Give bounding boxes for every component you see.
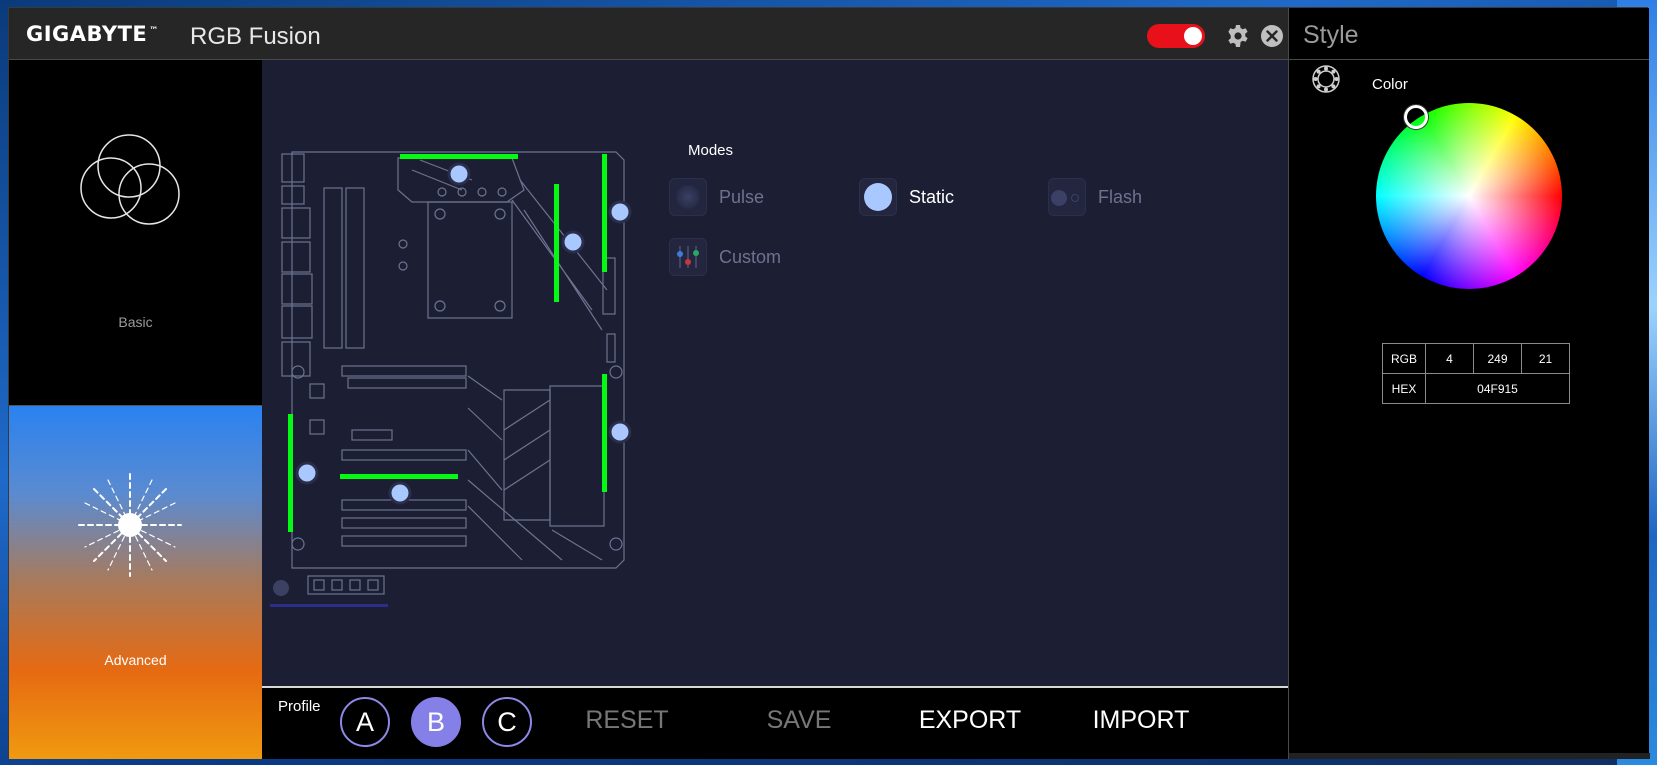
mode-custom[interactable]: Custom [669,238,839,278]
mode-custom-label: Custom [719,247,782,267]
main-canvas: Modes Pulse Static Flash [262,60,1288,686]
color-ring-icon [1312,65,1340,93]
static-icon [859,178,897,216]
hex-label: HEX [1382,373,1426,404]
led-strips [288,154,607,532]
profile-c-button[interactable]: C [482,697,532,747]
toggle-knob [1184,27,1202,45]
starburst-icon [78,473,182,577]
tab-basic-label: Basic [118,314,153,330]
rgb-label: RGB [1382,343,1426,374]
motherboard-diagram [270,151,632,607]
hex-value-field[interactable]: 04F915 [1425,373,1570,404]
pulse-icon [669,178,707,216]
profile-label: Profile [278,698,321,715]
tab-advanced-label: Advanced [104,652,167,668]
red-value-field[interactable]: 4 [1425,343,1474,374]
gear-icon[interactable] [1226,24,1250,48]
save-button[interactable]: SAVE [766,706,832,734]
mode-pulse[interactable]: Pulse [669,178,839,218]
style-panel: Color RGB 4 249 21 HEX 04F915 [1288,60,1650,759]
import-button[interactable]: IMPORT [1092,706,1190,734]
mode-flash-label: Flash [1098,187,1143,207]
blue-value-field[interactable]: 21 [1521,343,1570,374]
sidebar: Basic Advanced [9,60,262,759]
color-value-table: RGB 4 249 21 HEX 04F915 [1382,343,1570,404]
export-button[interactable]: EXPORT [918,706,1022,734]
color-wheel-cursor[interactable] [1404,105,1428,129]
profile-b-button[interactable]: B [411,697,461,747]
reset-button[interactable]: RESET [585,706,669,734]
green-value-field[interactable]: 249 [1473,343,1522,374]
tab-advanced[interactable]: Advanced [9,406,262,759]
app-title: RGB Fusion [190,23,321,50]
mode-flash[interactable]: Flash [1048,178,1218,218]
sliders-icon [669,238,707,276]
color-label: Color [1372,76,1408,93]
tab-basic[interactable]: Basic [9,60,262,406]
profile-bar: Profile A B C RESET SAVE EXPORT IMPORT [262,686,1288,759]
power-toggle[interactable] [1147,24,1205,48]
mode-pulse-label: Pulse [719,187,765,207]
style-title: Style [1303,21,1359,49]
circles-icon [80,134,180,225]
flash-icon [1048,178,1086,216]
color-wheel[interactable] [1376,103,1562,289]
led-nodes [295,162,632,505]
style-panel-header: Style [1288,8,1649,60]
panel-scroll-strip [1289,753,1650,759]
mode-static-label: Static [909,187,955,207]
modes-title: Modes [688,142,734,159]
close-icon[interactable] [1260,24,1284,48]
profile-a-button[interactable]: A [340,697,390,747]
mode-static[interactable]: Static [859,178,1029,218]
